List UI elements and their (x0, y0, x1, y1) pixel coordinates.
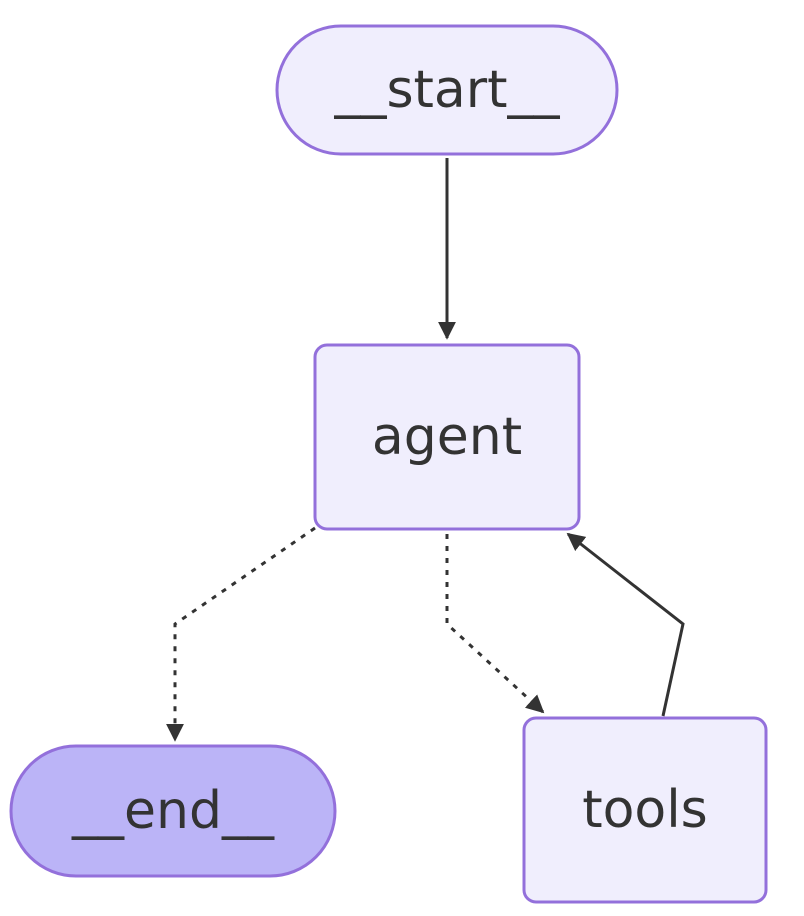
edge-agent-to-tools (445, 534, 545, 714)
edge-tools-to-agent (566, 532, 685, 717)
node-start[interactable]: __start__ (275, 24, 619, 156)
node-tools-shape (522, 716, 768, 904)
node-tools[interactable]: tools (522, 716, 768, 904)
node-start-shape (275, 24, 619, 156)
node-agent[interactable]: agent (313, 343, 581, 531)
node-agent-label: agent (372, 407, 522, 467)
node-end[interactable]: __end__ (9, 744, 337, 878)
edge-agent-to-end (166, 526, 316, 742)
node-end-shape (9, 744, 337, 878)
node-tools-label: tools (582, 780, 708, 840)
node-agent-shape (313, 343, 581, 531)
node-start-label: __start__ (333, 60, 560, 120)
node-end-label: __end__ (71, 781, 275, 841)
edges (166, 158, 685, 742)
